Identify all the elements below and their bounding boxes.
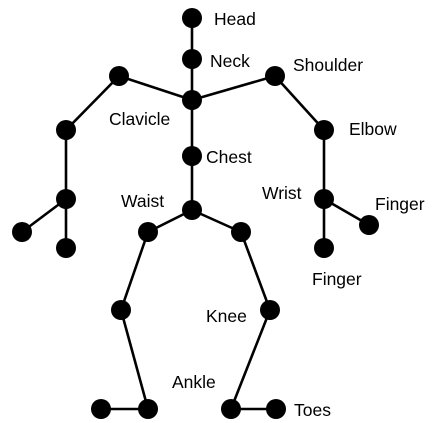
joint-head bbox=[182, 8, 202, 28]
joint-right-finger-below bbox=[314, 238, 334, 258]
joint-left-ankle bbox=[138, 399, 158, 419]
joint-waist bbox=[182, 200, 202, 220]
joint-right-elbow bbox=[314, 120, 334, 140]
label-knee: Knee bbox=[206, 306, 247, 326]
label-shoulder: Shoulder bbox=[293, 55, 363, 75]
joint-left-toes bbox=[91, 399, 111, 419]
label-finger-below: Finger bbox=[312, 269, 362, 289]
label-wrist: Wrist bbox=[262, 183, 302, 203]
label-waist: Waist bbox=[121, 191, 164, 211]
bone-right-shoulder-elbow bbox=[275, 76, 324, 130]
joint-clavicle bbox=[182, 90, 202, 110]
joint-left-elbow bbox=[56, 120, 76, 140]
joint-left-finger-below bbox=[56, 238, 76, 258]
label-toes: Toes bbox=[294, 400, 331, 420]
joint-neck bbox=[182, 49, 202, 69]
joint-left-hip bbox=[138, 222, 158, 242]
bone-clavicle-right-shoulder bbox=[192, 76, 275, 100]
label-neck: Neck bbox=[210, 51, 250, 71]
label-elbow: Elbow bbox=[349, 119, 397, 139]
joint-right-wrist bbox=[314, 189, 334, 209]
joint-chest bbox=[182, 146, 202, 166]
bone-left-knee-ankle bbox=[121, 310, 148, 409]
joint-right-hip bbox=[231, 222, 251, 242]
joint-left-wrist bbox=[56, 189, 76, 209]
bone-right-hip-knee bbox=[241, 232, 270, 310]
bone-left-hip-knee bbox=[121, 232, 148, 310]
label-chest: Chest bbox=[206, 147, 252, 167]
label-ankle: Ankle bbox=[172, 372, 216, 392]
joint-right-shoulder bbox=[265, 66, 285, 86]
joint-right-ankle bbox=[221, 399, 241, 419]
label-head: Head bbox=[214, 9, 256, 29]
joint-right-knee bbox=[260, 300, 280, 320]
label-clavicle: Clavicle bbox=[109, 109, 170, 129]
joint-left-knee bbox=[111, 300, 131, 320]
joint-right-toes bbox=[266, 399, 286, 419]
joint-right-finger-side bbox=[359, 215, 379, 235]
joint-left-shoulder bbox=[109, 66, 129, 86]
joint-left-finger-side bbox=[12, 222, 32, 242]
bone-clavicle-left-shoulder bbox=[119, 76, 192, 100]
label-finger-side: Finger bbox=[375, 194, 425, 214]
